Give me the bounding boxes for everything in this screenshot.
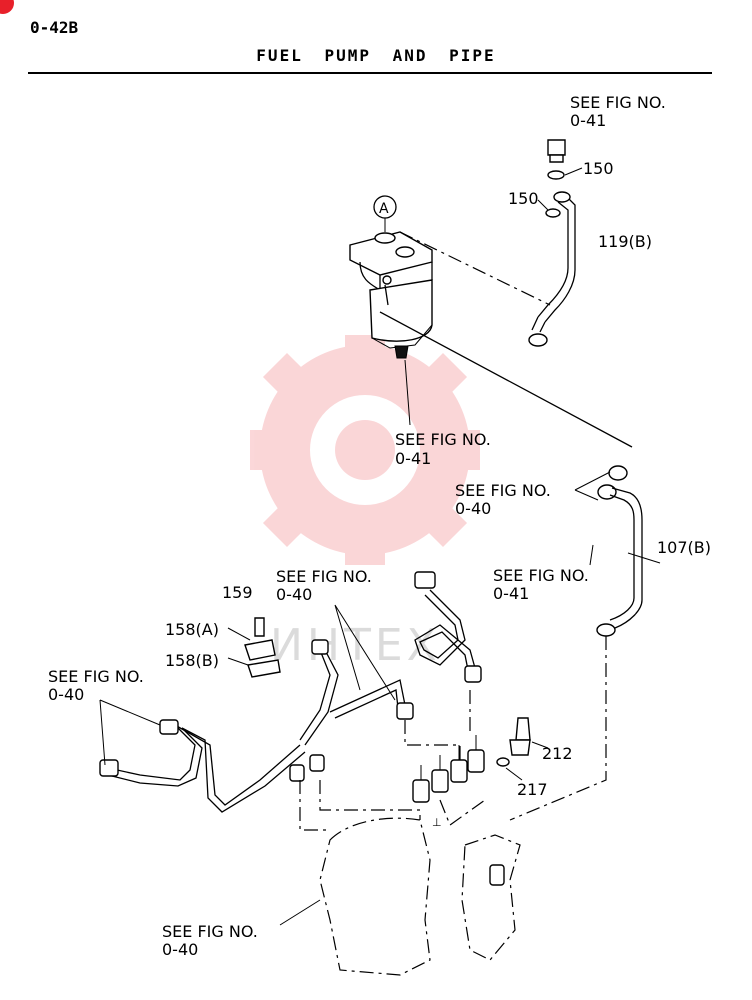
ref-filter-line2: 0-41 [395,449,431,468]
watermark-gear-logo [250,335,480,565]
ref-pipes-line1: SEE FIG NO. [276,567,372,586]
engine-block-outline [279,690,521,976]
ref-a-label: A [379,201,389,217]
page-title: FUEL PUMP AND PIPE [256,46,496,65]
ref-top-line1: SEE FIG NO. [570,93,666,112]
ref-bottom-line2: 0-40 [162,940,198,959]
ref-top-line2: 0-41 [570,111,606,130]
callout-150-left: 150 [508,189,539,208]
delivery-valves [412,735,485,803]
ref-right-line2: 0-40 [455,499,491,518]
callout-212: 212 [542,744,573,763]
washer-217 [496,757,510,767]
feed-pipe [379,311,633,448]
washer-150-left [545,208,561,218]
callout-159: 159 [222,583,253,602]
bracket-set [227,617,281,678]
ref-filter-line1: SEE FIG NO. [395,430,491,449]
callout-150-top: 150 [583,159,614,178]
washer-150-top [547,170,565,180]
ref-bolt-line1: SEE FIG NO. [493,566,589,585]
callout-217: 217 [517,780,548,799]
injection-pipes [99,571,482,813]
header-rule [28,72,712,74]
small-arrow-mark: ⊥ [432,816,442,829]
sensor-212 [509,717,549,756]
callout-107b: 107(B) [657,538,711,557]
ref-pipes-line2: 0-40 [276,585,312,604]
ref-right-line1: SEE FIG NO. [455,481,551,500]
pipe-107b [509,465,643,821]
ref-bolt-line2: 0-41 [493,584,529,603]
page-code: 0-42B [30,18,79,37]
banjo-bolt [547,139,566,163]
fuel-filter-assembly [349,231,433,359]
callout-119b: 119(B) [598,232,652,251]
callout-158b: 158(B) [165,651,219,670]
ref-left-line1: SEE FIG NO. [48,667,144,686]
callout-158a: 158(A) [165,620,219,639]
dash-link-a [399,231,551,306]
ref-bottom-line1: SEE FIG NO. [162,922,258,941]
corner-logo-badge [0,0,14,14]
ref-left-line2: 0-40 [48,685,84,704]
watermark-text: ИНТЕХ [270,620,441,671]
